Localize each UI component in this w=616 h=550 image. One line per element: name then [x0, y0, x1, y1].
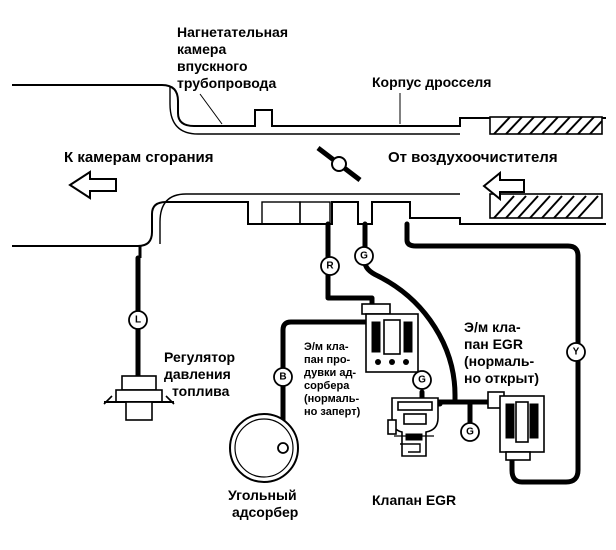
label-egr-solenoid: Э/м кла- пан EGR (нормаль- но открыт)	[464, 319, 539, 386]
label-throttle-body: Корпус дросселя	[372, 74, 491, 124]
svg-text:Корпус дросселя: Корпус дросселя	[372, 74, 491, 90]
svg-text:Регулятор: Регулятор	[164, 349, 235, 365]
svg-text:адсорбер: адсорбер	[232, 504, 298, 520]
svg-text:Угольный: Угольный	[228, 487, 297, 503]
badge-B: B	[273, 367, 293, 387]
svg-text:Э/м кла-: Э/м кла-	[464, 319, 521, 335]
badge-G-egr: G	[412, 370, 432, 390]
svg-text:Нагнетательная: Нагнетательная	[177, 24, 288, 40]
hose-B	[280, 319, 369, 451]
charcoal-canister	[229, 413, 299, 483]
intake-manifold	[12, 84, 606, 247]
egr-valve	[387, 397, 439, 457]
egr-solenoid-valve	[487, 391, 545, 461]
svg-text:сорбера: сорбера	[304, 380, 350, 392]
svg-text:впускного: впускного	[177, 58, 248, 74]
svg-text:(нормаль-: (нормаль-	[304, 393, 359, 405]
svg-text:Э/м кла-: Э/м кла-	[304, 341, 349, 353]
badge-L: L	[128, 310, 148, 330]
label-plenum: Нагнетательная камера впускного трубопро…	[177, 24, 288, 125]
label-to-combustion: К камерам сгорания	[64, 149, 213, 166]
label-fuel-regulator: Регулятор давления топлива	[164, 349, 235, 399]
flow-arrow-left	[68, 170, 117, 200]
svg-text:G: G	[418, 375, 426, 386]
svg-text:B: B	[279, 372, 286, 383]
badge-G-top: G	[354, 246, 374, 266]
badge-R: R	[320, 256, 340, 276]
svg-text:топлива: топлива	[172, 383, 230, 399]
label-charcoal-canister: Угольный адсорбер	[228, 487, 298, 520]
svg-text:трубопровода: трубопровода	[177, 75, 276, 91]
label-purge-solenoid: Э/м кла- пан про- дувки ад- сорбера (нор…	[304, 341, 361, 418]
svg-text:G: G	[360, 251, 368, 262]
svg-text:пан про-: пан про-	[304, 354, 351, 366]
hose-Y	[404, 221, 581, 485]
svg-text:но заперт): но заперт)	[304, 406, 361, 418]
svg-text:пан EGR: пан EGR	[464, 336, 523, 352]
svg-text:L: L	[135, 315, 141, 326]
svg-text:G: G	[466, 427, 474, 438]
flow-arrow-right	[482, 170, 525, 202]
heated-section-hatch	[493, 116, 603, 219]
svg-text:R: R	[326, 261, 334, 272]
svg-text:Y: Y	[573, 347, 580, 358]
badge-Y: Y	[566, 342, 586, 362]
svg-text:давления: давления	[164, 366, 231, 382]
throttle-plate	[316, 146, 362, 182]
fuel-pressure-regulator	[103, 375, 175, 421]
purge-solenoid-valve	[361, 303, 419, 373]
label-from-air-cleaner: От воздухоочистителя	[388, 149, 558, 166]
svg-text:(нормаль-: (нормаль-	[464, 353, 534, 369]
svg-text:камера: камера	[177, 41, 226, 57]
svg-text:дувки ад-: дувки ад-	[304, 367, 356, 379]
badge-G-bottom: G	[460, 422, 480, 442]
label-egr-valve: Клапан EGR	[372, 492, 456, 508]
svg-text:но открыт): но открыт)	[464, 370, 539, 386]
